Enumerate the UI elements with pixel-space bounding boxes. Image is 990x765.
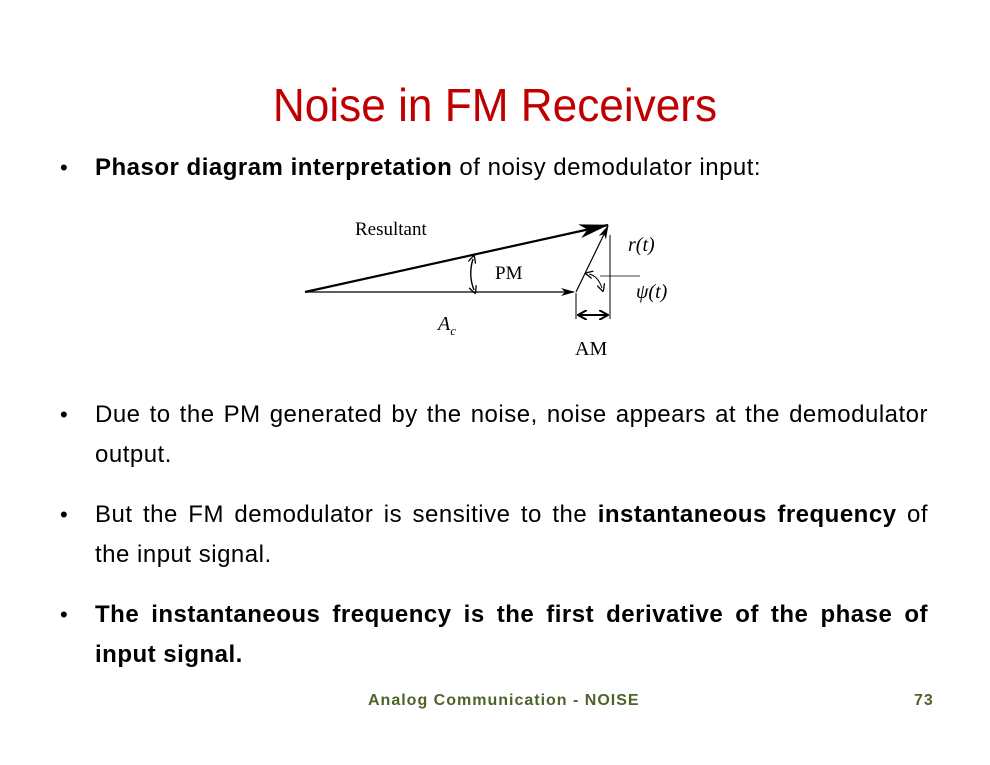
bullet-text: of noisy demodulator input: bbox=[452, 154, 762, 181]
bullet-icon: • bbox=[60, 402, 69, 427]
footer-course-title: Analog Communication - NOISE bbox=[368, 692, 640, 709]
bullet-fm-demodulator: • But the FM demodulator is sensitive to… bbox=[60, 495, 928, 575]
footer-page-number: 73 bbox=[914, 692, 934, 709]
resultant-label: Resultant bbox=[355, 219, 427, 240]
rt-label: r(t) bbox=[628, 234, 655, 256]
ac-label: Ac bbox=[436, 313, 456, 338]
am-label: AM bbox=[575, 338, 607, 360]
bullet-pm-noise: • Due to the PM generated by the noise, … bbox=[60, 395, 928, 475]
bullet-icon: • bbox=[60, 502, 69, 527]
bullet-bold-text: Phasor diagram interpretation bbox=[95, 154, 453, 181]
bullet-text: Due to the PM generated by the noise, no… bbox=[95, 401, 928, 468]
bullet-bold-text: The instantaneous frequency is the first… bbox=[95, 601, 928, 668]
phasor-diagram: Resultant PM r(t) ψ(t) Ac AM bbox=[304, 219, 668, 360]
bullet-text: But the FM demodulator is sensitive to t… bbox=[95, 501, 598, 528]
slide-title: Noise in FM Receivers bbox=[272, 79, 718, 131]
bullet-icon: • bbox=[60, 155, 69, 180]
pm-label: PM bbox=[495, 263, 523, 284]
bullet-text-after: of the input signal. bbox=[95, 501, 929, 568]
noise-phasor bbox=[575, 225, 609, 293]
resultant-phasor bbox=[304, 223, 609, 294]
bullet-phasor-diagram: • Phasor diagram interpretation of noisy… bbox=[60, 148, 928, 188]
bullet-icon: • bbox=[60, 602, 69, 627]
bullet-instantaneous-frequency: • The instantaneous frequency is the fir… bbox=[60, 595, 928, 675]
bullet-bold-text: instantaneous frequency bbox=[597, 501, 897, 528]
psi-label: ψ(t) bbox=[636, 281, 668, 303]
